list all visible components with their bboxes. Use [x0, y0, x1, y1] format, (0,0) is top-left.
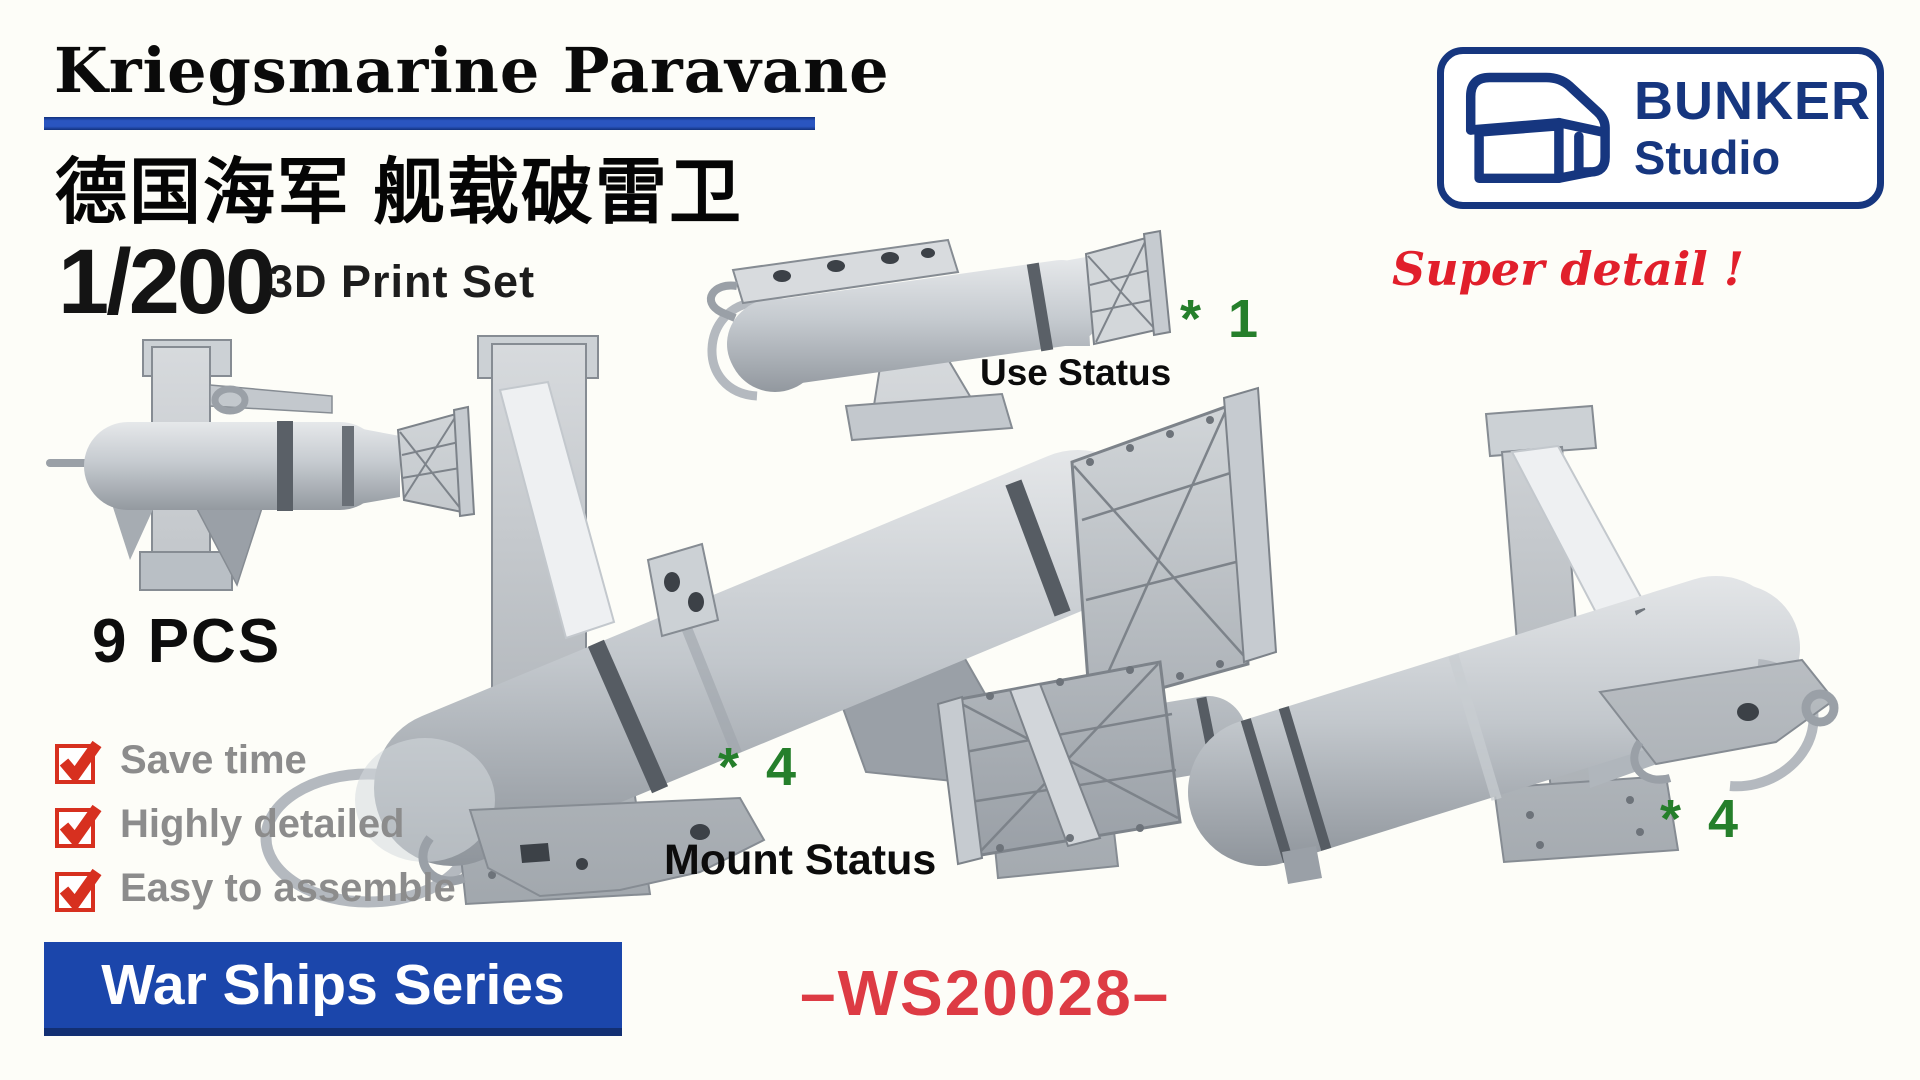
mount-status-label: Mount Status	[664, 836, 937, 884]
checkbox-checked-icon	[55, 740, 102, 784]
bunker-icon	[1465, 72, 1610, 184]
scale-label: 1/200	[58, 231, 276, 333]
feature-label: Easy to assemble	[120, 865, 456, 910]
series-banner: War Ships Series	[44, 942, 622, 1036]
use-status-label: Use Status	[980, 352, 1172, 393]
title-underline	[44, 117, 815, 130]
feature-item: Save time	[52, 734, 307, 786]
brand-name: BUNKER	[1634, 71, 1872, 131]
product-title: Kriegsmarine Paravane	[54, 34, 890, 107]
product-code: –WS20028–	[800, 957, 1171, 1029]
use-status-qty: * 1	[1180, 289, 1265, 349]
brand-subname: Studio	[1634, 131, 1781, 184]
checkbox-checked-icon	[55, 804, 102, 848]
product-subtitle-cn: 德国海军 舰载破雷卫	[55, 153, 744, 233]
pieces-count: 9 PCS	[92, 607, 282, 676]
series-banner-label: War Ships Series	[101, 953, 565, 1017]
right-paravane-qty: * 4	[1660, 789, 1745, 849]
checkbox-checked-icon	[55, 868, 102, 912]
set-type-label: 3D Print Set	[268, 256, 536, 307]
mount-status-qty: * 4	[718, 737, 803, 797]
brand-tagline: Super detail !	[1392, 242, 1744, 296]
paravane-mounted-right-render	[1188, 404, 1839, 884]
paravane-side-render	[46, 339, 476, 591]
tail-cage-part-render	[936, 660, 1246, 866]
feature-item: Easy to assemble	[52, 862, 456, 914]
brand-logo: BUNKER Studio	[1437, 47, 1884, 209]
feature-item: Highly detailed	[52, 798, 405, 850]
feature-label: Highly detailed	[120, 801, 405, 846]
paravane-stand-render	[706, 229, 1172, 442]
feature-label: Save time	[120, 737, 307, 782]
